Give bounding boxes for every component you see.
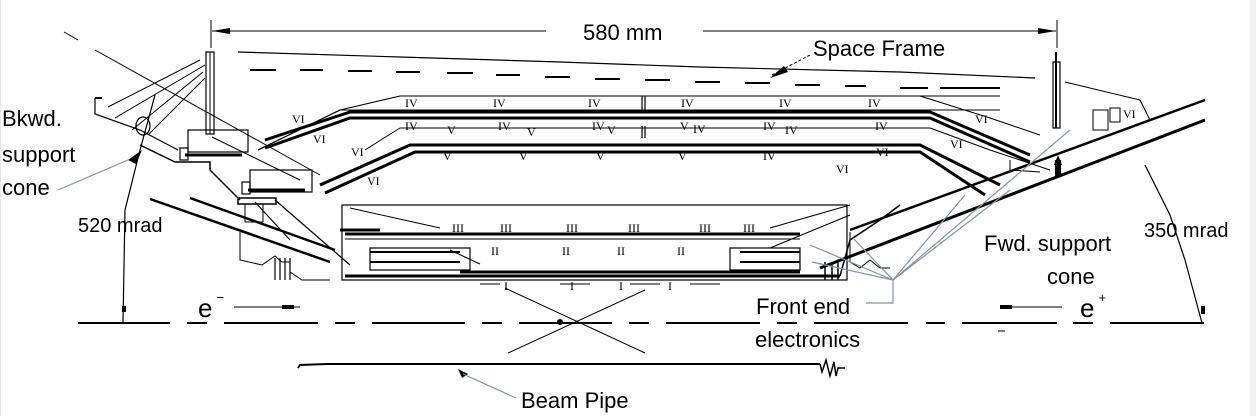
layer-label: VI <box>367 174 380 188</box>
bkwd-cone-label-line3: cone <box>2 175 50 200</box>
layer-label: VI <box>876 145 889 159</box>
angle-520-label: 520 mrad <box>78 215 163 237</box>
layer-label: VI <box>836 162 849 176</box>
layer-label: V <box>607 123 616 137</box>
layer-label: V <box>680 119 689 133</box>
left-border <box>0 0 1 416</box>
layer-label: VI <box>313 132 326 146</box>
layer-label: IV <box>763 119 776 133</box>
space-frame-label: Space Frame <box>813 36 946 61</box>
layer-label: IV <box>763 149 776 163</box>
layer-label: VI <box>351 145 364 159</box>
front-end-label-line2: electronics <box>755 327 861 352</box>
layer-label: I <box>668 279 672 293</box>
layer-label: IV <box>405 119 418 133</box>
layer-label: I <box>570 279 574 293</box>
layer-label: VI <box>950 137 963 151</box>
layer-label: V <box>447 123 456 137</box>
layer-label: VI <box>1123 107 1136 121</box>
layer-label: IV <box>498 119 511 133</box>
positron-label: e+ <box>1080 290 1107 323</box>
fwd-support-structure <box>819 81 1206 280</box>
layer-label: II <box>562 244 570 258</box>
layer-label: V <box>678 149 687 163</box>
layer-label: III <box>699 221 711 235</box>
angle-arcs <box>122 94 1205 324</box>
layer-label: IV <box>493 96 506 110</box>
layer-label: III <box>628 221 640 235</box>
layer-label: IV <box>405 96 418 110</box>
beam-pipe-label: Beam Pipe <box>521 388 629 413</box>
layer-label: V <box>596 149 605 163</box>
layer-label: VI <box>292 112 305 126</box>
fwd-cone-label-line1: Fwd. support <box>984 231 1112 256</box>
layer-label: IV <box>868 96 881 110</box>
layer-label: IV <box>875 119 888 133</box>
space-frame <box>205 51 1061 135</box>
fwd-cone-label-line2: cone <box>1047 264 1095 289</box>
dimension-label: 580 mm <box>583 20 663 45</box>
layer-label: V <box>519 149 528 163</box>
layer-label: II <box>491 244 499 258</box>
layer-label: III <box>500 221 512 235</box>
leader-lines <box>57 129 1071 399</box>
layer-label: III <box>452 221 464 235</box>
layer-label: VI <box>975 112 988 126</box>
layer-label: I <box>504 279 508 293</box>
beam-axis <box>78 287 1204 354</box>
layer-label: IV <box>588 96 601 110</box>
layer-label: I <box>619 279 623 293</box>
layer-label: II <box>617 244 625 258</box>
bkwd-cone-label-line2: support <box>2 142 76 167</box>
inner-layers <box>340 204 901 285</box>
electron-label: e− <box>198 290 225 323</box>
right-border <box>1250 0 1256 416</box>
front-end-label-line1: Front end <box>756 294 851 319</box>
layer-label: III <box>743 221 755 235</box>
layer-label: IV <box>779 96 792 110</box>
layer-label: IV <box>681 96 694 110</box>
bkwd-cone-label-line1: Bkwd. <box>2 106 62 131</box>
layer-label: V <box>443 149 452 163</box>
angle-350-label: 350 mrad <box>1144 220 1229 242</box>
layer-label: IV <box>592 119 605 133</box>
layer-label: IV <box>693 122 706 136</box>
outer-layers <box>257 95 1051 197</box>
layer-label: II <box>677 244 685 258</box>
dimension-line-580mm <box>210 20 1058 48</box>
beam-pipe <box>297 357 845 379</box>
layer-label: IV <box>785 123 798 137</box>
layer-label: III <box>566 221 578 235</box>
layer-label: V <box>527 125 536 139</box>
bkwd-support-structure <box>63 31 351 281</box>
